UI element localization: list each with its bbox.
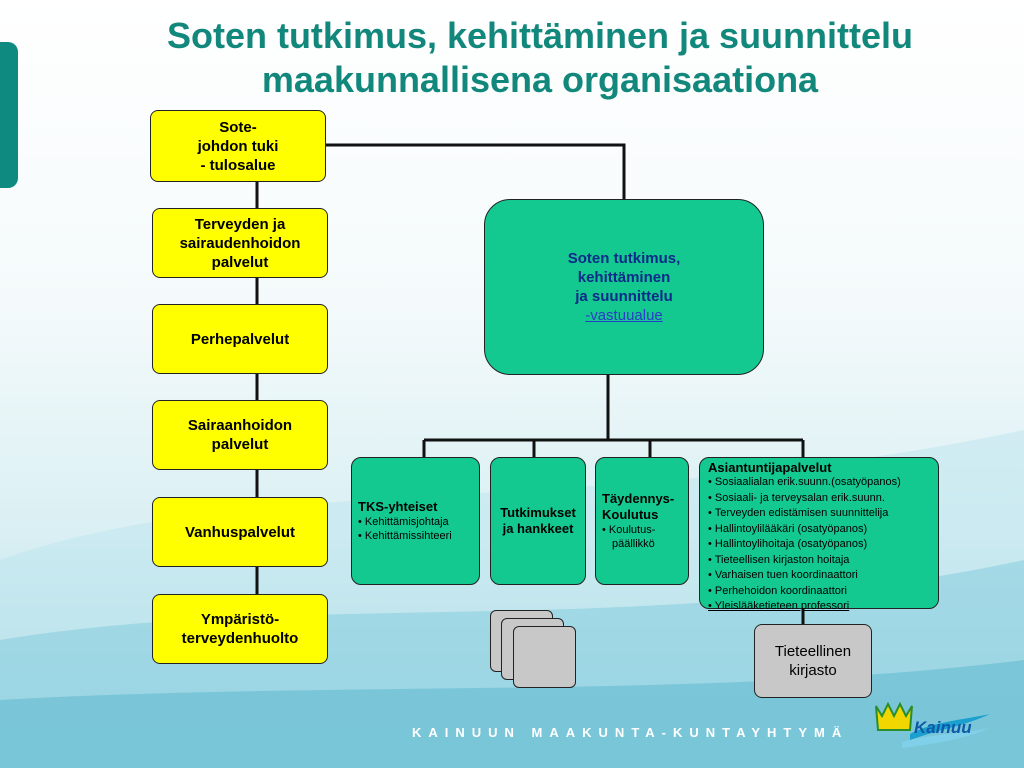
logo-wordmark: Kainuu <box>914 718 972 737</box>
scientific-library-box: Tieteellinen kirjasto <box>754 624 872 698</box>
experts-item: • Hallintoylilääkäri (osatyöpanos) <box>708 522 868 535</box>
unit-perhepalvelut: Perhepalvelut <box>152 304 328 374</box>
unit-text-line: Sote- <box>219 118 257 136</box>
center-text-line: ja suunnittelu <box>575 288 673 305</box>
connector-top-to-center <box>326 143 626 200</box>
title-line-1: Soten tutkimus, kehittäminen ja suunnitt… <box>166 15 914 56</box>
research-projects-box: Tutkimukset ja hankkeet <box>490 457 586 585</box>
unit-terveyden-sairaudenhoidon: Terveyden ja sairaudenhoidon palvelut <box>152 208 328 278</box>
experts-item: • Perhehoidon koordinaattori <box>708 584 847 597</box>
library-text-line: kirjasto <box>789 662 837 679</box>
experts-item: • Varhaisen tuen koordinaattori <box>708 569 858 581</box>
unit-ymparistoterveydenhuolto: Ympäristö- terveydenhuolto <box>152 594 328 664</box>
unit-sairaanhoidon-palvelut: Sairaanhoidon palvelut <box>152 400 328 470</box>
tks-item: • Kehittämisjohtaja <box>358 516 449 528</box>
center-text-line: Soten tutkimus, <box>567 250 681 267</box>
unit-text-line: sairaudenhoidon <box>179 234 301 252</box>
tks-item: • Kehittämissihteeri <box>358 530 452 542</box>
unit-sote-johdon-tuki: Sote- johdon tuki - tulosalue <box>150 110 326 182</box>
unit-text-line: Terveyden ja <box>194 215 286 233</box>
expert-services-box: Asiantuntijapalvelut • Sosiaalialan erik… <box>699 457 939 612</box>
experts-item: • Sosiaali- ja terveysalan erik.suunn. <box>708 491 885 504</box>
experts-item: • Yleislääketieteen professori <box>708 600 850 612</box>
kainuu-crown-logo-icon <box>875 701 990 748</box>
tks-common-box: TKS-yhteiset • Kehittämisjohtaja • Kehit… <box>351 457 480 585</box>
unit-text-line: terveydenhuolto <box>181 630 299 647</box>
unit-text-line: johdon tuki <box>197 137 279 155</box>
training-item: • Koulutus- <box>602 524 656 536</box>
research-text-line: ja hankkeet <box>502 521 574 536</box>
training-heading: Täydennys- <box>602 491 675 506</box>
unit-text-line: palvelut <box>211 253 269 271</box>
training-item: päällikkö <box>612 538 655 550</box>
title-line-2: maakunnallisena organisaationa <box>261 59 819 100</box>
left-accent-tab <box>0 42 18 188</box>
center-responsibility-area: Soten tutkimus, kehittäminen ja suunnitt… <box>484 199 764 375</box>
library-text-line: Tieteellinen <box>774 643 852 660</box>
vastuualue-link[interactable]: -vastuualue <box>585 307 663 324</box>
research-text-line: Tutkimukset <box>500 505 576 520</box>
experts-item: • Hallintoylihoitaja (osatyöpanos) <box>708 538 868 550</box>
training-box: Täydennys- Koulutus • Koulutus- päällikk… <box>595 457 689 585</box>
unit-vanhuspalvelut: Vanhuspalvelut <box>152 497 328 567</box>
page-title: Soten tutkimus, kehittäminen ja suunnitt… <box>60 14 1020 102</box>
training-heading: Koulutus <box>602 507 659 522</box>
center-text-line: kehittäminen <box>577 269 671 286</box>
experts-heading: Asiantuntijapalvelut <box>708 460 832 475</box>
unit-text-line: Ympäristö- <box>200 611 280 628</box>
unit-text-line: Sairaanhoidon <box>187 417 293 434</box>
experts-item: • Tieteellisen kirjaston hoitaja <box>708 553 850 566</box>
footer-organization-name: KAINUUN MAAKUNTA-KUNTAYHTYMÄ <box>412 725 849 740</box>
unit-text-line: Perhepalvelut <box>190 330 290 348</box>
project-stack-card <box>513 626 576 688</box>
unit-text-line: Vanhuspalvelut <box>184 523 296 541</box>
experts-item: • Terveyden edistämisen suunnittelija <box>708 507 889 519</box>
unit-text-line: palvelut <box>211 436 269 453</box>
unit-text-line: - tulosalue <box>200 156 276 174</box>
tks-heading: TKS-yhteiset <box>358 499 438 514</box>
experts-item: • Sosiaalialan erik.suunn.(osatyöpanos) <box>708 476 901 488</box>
